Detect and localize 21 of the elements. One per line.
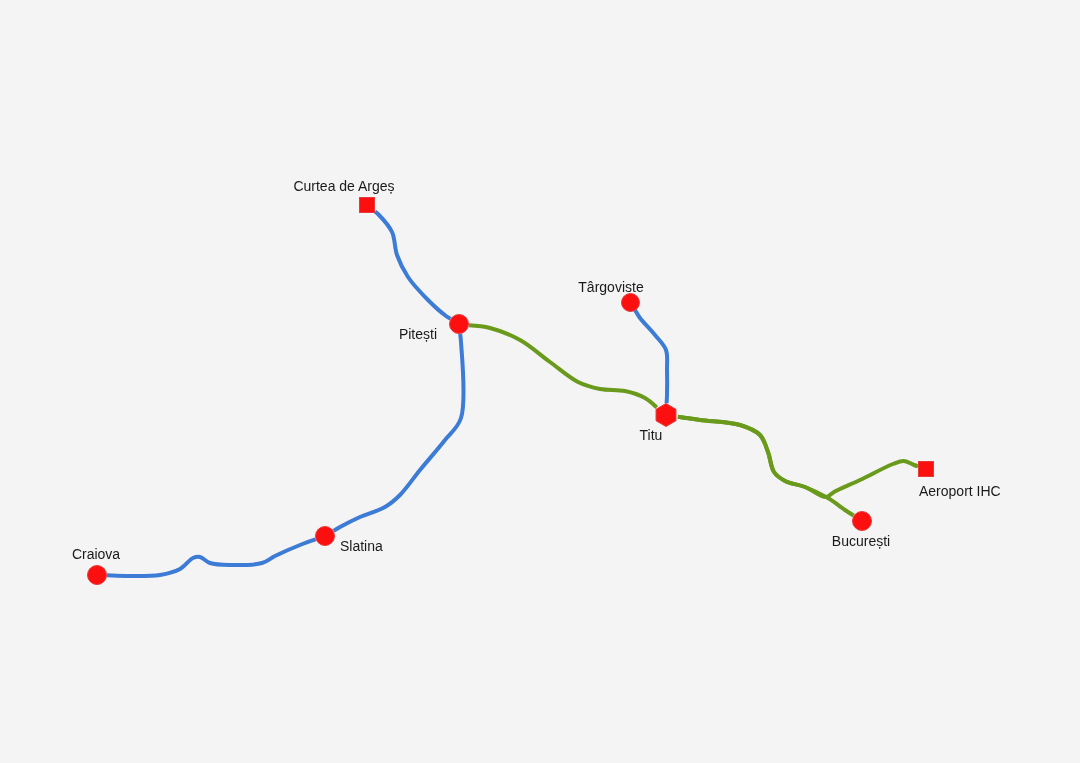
rail-line — [106, 537, 317, 579]
rail-line — [633, 309, 670, 404]
station-circle — [314, 525, 336, 547]
station-name: Craiova — [71, 546, 121, 562]
rail-line — [373, 209, 452, 321]
station-square — [358, 196, 376, 214]
station-name: Aeroport IHC — [919, 483, 1001, 499]
station-circle — [851, 510, 873, 532]
station-name: Titu — [639, 427, 663, 443]
rail-line — [677, 414, 919, 499]
station-hexagon — [653, 402, 679, 428]
station-name: Târgoviste — [578, 279, 644, 295]
rail-line — [468, 323, 659, 409]
station-name: București — [831, 533, 891, 549]
station-name: Curtea de Argeș — [293, 178, 395, 194]
station-name: Slatina — [340, 538, 383, 554]
station-circle — [86, 564, 108, 586]
station-name: Pitești — [398, 326, 437, 342]
rail-line — [332, 333, 466, 533]
station-square — [917, 460, 935, 478]
station-circle — [448, 313, 470, 335]
